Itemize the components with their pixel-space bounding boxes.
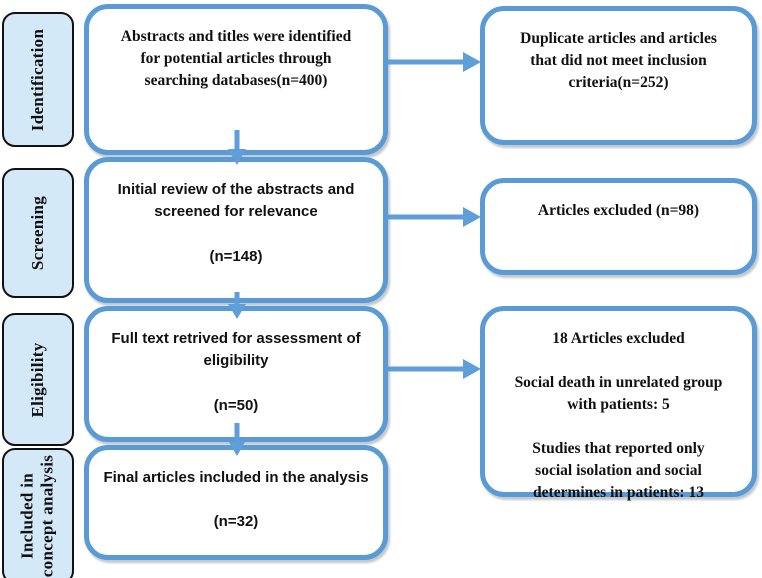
side-box-articles-excluded-text: Articles excluded (n=98)	[537, 202, 700, 219]
side-box-fulltext-excluded: 18 Articles excluded Social death in unr…	[480, 306, 757, 501]
arrow-screening-to-excluded	[388, 207, 481, 227]
stage-identification: Identification	[2, 12, 74, 147]
flow-box-screening-text: Initial review of the abstracts and scre…	[117, 181, 355, 265]
arrow-identification-to-duplicates	[388, 52, 481, 72]
flow-box-eligibility: Full text retrived for assessment of eli…	[84, 306, 388, 442]
stage-identification-label: Identification	[27, 28, 47, 131]
side-box-articles-excluded: Articles excluded (n=98)	[480, 178, 757, 275]
flow-box-eligibility-text: Full text retrived for assessment of eli…	[111, 330, 361, 414]
flow-box-identification: Abstracts and titles were identified for…	[84, 4, 388, 155]
side-box-duplicates-excluded: Duplicate articles and articles that did…	[480, 6, 757, 145]
stage-included-in-concept-analysis: Included in concept analysis	[2, 448, 74, 578]
side-box-duplicates-text: Duplicate articles and articles that did…	[520, 30, 717, 91]
stage-included-label: Included in concept analysis	[17, 454, 57, 578]
stage-screening: Screening	[2, 168, 74, 298]
flow-box-identification-text: Abstracts and titles were identified for…	[120, 28, 352, 89]
flow-box-included-text: Final articles included in the analysis …	[103, 469, 369, 531]
stage-screening-label: Screening	[27, 195, 47, 271]
stage-eligibility-label: Eligibility	[27, 341, 47, 418]
flow-box-included: Final articles included in the analysis …	[84, 445, 388, 560]
flow-box-screening: Initial review of the abstracts and scre…	[84, 157, 388, 303]
stage-eligibility: Eligibility	[2, 313, 74, 446]
arrow-eligibility-to-excluded	[388, 359, 481, 379]
side-box-fulltext-excluded-text: 18 Articles excluded Social death in unr…	[514, 330, 723, 501]
